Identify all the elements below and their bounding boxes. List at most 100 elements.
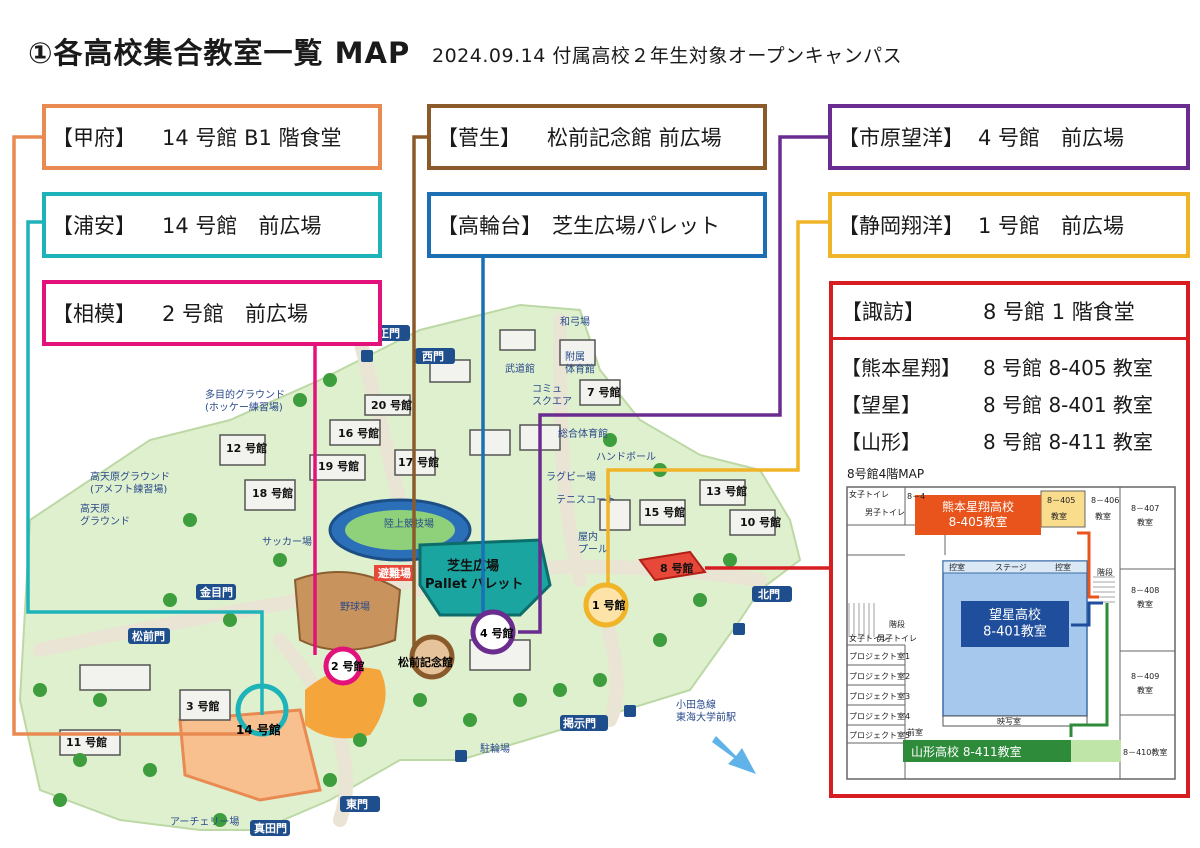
building-7-label: 7 号館 [587, 385, 620, 399]
arrow-kumamoto [1077, 531, 1099, 599]
map-text: プロジェクト室2 [849, 671, 910, 681]
school-name: 【高輪台】 [437, 214, 542, 238]
page-subtitle: 2024.09.14 付属高校２年生対象オープンキャンパス [432, 45, 903, 67]
building-12-label: 12 号館 [226, 441, 267, 455]
school-location: 4 号館 前広場 [978, 126, 1125, 150]
budo-label: 武道館 [505, 362, 535, 375]
row-name: 【望星】 [841, 393, 921, 417]
label-urayasu: 【浦安】 14 号館 前広場 [42, 192, 382, 258]
marker-b4 [470, 609, 516, 655]
school-location: 芝生広場パレット [552, 214, 720, 238]
gate-sanadamon: 真田門 [254, 821, 287, 835]
rugby-label: ラグビー場 [546, 470, 596, 483]
row-location: 8 号館 8-411 教室 [983, 430, 1153, 454]
map-text: 8－407 [1131, 504, 1159, 513]
gate-matsumaemon: 松前門 [132, 629, 165, 643]
map-text: 映写室 [997, 716, 1021, 726]
map-text: 松前記念館 [398, 655, 453, 669]
school-name: 【静岡翔洋】 [838, 214, 964, 238]
map-text: プロジェクト室1 [849, 651, 910, 661]
map-text: ステージ [995, 563, 1027, 572]
gate-keijimon: 掲示門 [563, 716, 596, 730]
school-name: 【相模】 [52, 302, 136, 326]
gate-higashimon: 東門 [346, 797, 368, 811]
map-text: 控室 [1055, 562, 1071, 572]
yakyu-label: 野球場 [340, 600, 370, 613]
comm-label: コミュスクエア [532, 384, 572, 408]
building-8-label: 8 号館 [660, 561, 693, 575]
tamokuteki-label: 多目的グラウンド(ホッケー練習場) [205, 388, 285, 414]
row-location: 8 号館 8-401 教室 [983, 393, 1153, 417]
label-kofu: 【甲府】 14 号館 B1 階食堂 [42, 104, 382, 170]
rikujo-label: 陸上競技場 [384, 517, 434, 530]
map-text: 8－405 [1047, 496, 1075, 505]
line-ichihara [518, 135, 828, 634]
page-title: ①各高校集合教室一覧 MAP [28, 36, 411, 70]
map-text: 8－406 [1091, 496, 1119, 505]
row-name: 【熊本星翔】 [841, 356, 961, 380]
takamagahara2-label: 高天原グラウンド [80, 502, 130, 528]
fuzoku-label: 附属体育館 [565, 350, 595, 376]
marker-b14 [235, 683, 289, 737]
baseball-field [293, 571, 402, 651]
hand-label: ハンドボール [596, 451, 656, 463]
map-text: 階段 [889, 619, 905, 629]
label-sugao: 【菅生】 松前記念館 前広場 [427, 104, 767, 170]
map-text: 男子トイレ [865, 508, 905, 517]
map-text: 女子トイレ [849, 633, 889, 643]
line-kofu [12, 135, 250, 736]
soccer-label: サッカー場 [262, 535, 312, 548]
map-text: 8－410教室 [1123, 747, 1167, 757]
map-text: 男子トイレ [877, 634, 917, 643]
sogo-label: 総合体育館 [558, 427, 608, 440]
suwa-name: 【諏訪】 [841, 300, 925, 324]
suwa-row: 【熊本星翔】 8 号館 8-405 教室 [833, 348, 1186, 385]
map-text: 2 号館 [331, 659, 364, 673]
building-8-highlight [638, 550, 707, 582]
map-text: 14 号館 [236, 722, 281, 737]
line-shizuoka [606, 220, 828, 590]
school-location: 松前記念館 前広場 [547, 126, 722, 150]
odakyu-label: 小田急線東海大学前駅 [676, 698, 736, 724]
school-location: 14 号館 B1 階食堂 [162, 126, 342, 150]
school-name: 【菅生】 [437, 126, 521, 150]
school-location: 1 号館 前広場 [978, 214, 1125, 238]
archery-label: アーチェリー場 [170, 815, 239, 828]
takamagahara-label: 高天原グラウンド(アメフト練習場) [90, 470, 170, 496]
okunai-label: 屋内プール [578, 530, 608, 556]
map-text: プロジェクト室4 [849, 711, 910, 721]
school-name: 【市原望洋】 [838, 126, 964, 150]
arrow-yamagata [1069, 603, 1109, 737]
building-18-label: 18 号館 [252, 486, 293, 500]
building-19-label: 19 号館 [318, 459, 359, 473]
label-ichihara: 【市原望洋】 4 号館 前広場 [828, 104, 1190, 170]
suwa-panel: 【諏訪】 8 号館 1 階食堂 【熊本星翔】 8 号館 8-405 教室 【望星】… [829, 281, 1190, 798]
map-text: 8－409 [1131, 672, 1159, 681]
building-20-label: 20 号館 [371, 398, 412, 412]
gate-nishimon: 西門 [422, 350, 444, 363]
map-text: 1 号館 [592, 598, 625, 612]
line-urayasu [26, 220, 264, 715]
row-location: 8 号館 8-405 教室 [983, 356, 1153, 380]
map-text: 8－4 [907, 492, 925, 501]
map-text: 女子トイレ [849, 489, 889, 499]
line-sugao [412, 135, 427, 655]
building-11-label: 11 号館 [66, 735, 107, 749]
bus-icons [361, 350, 745, 762]
gate-kitamon: 北門 [758, 587, 780, 601]
suwa-header: 【諏訪】 8 号館 1 階食堂 [833, 285, 1186, 340]
school-name: 【浦安】 [52, 214, 136, 238]
label-sagami: 【相模】 2 号館 前広場 [42, 280, 382, 346]
tennis-label: テニスコート [556, 495, 616, 506]
wakei-label: 和弓場 [560, 315, 590, 328]
suwa-location: 8 号館 1 階食堂 [983, 300, 1135, 324]
marker-matsumae [409, 634, 455, 680]
building-13-label: 13 号館 [706, 484, 747, 498]
pallet-label: Pallet パレット [425, 577, 523, 592]
building-3-label: 3 号館 [186, 699, 219, 713]
suwa-row: 【山形】8 号館 8-411 教室 [833, 422, 1186, 459]
building-15-label: 15 号館 [644, 505, 685, 519]
